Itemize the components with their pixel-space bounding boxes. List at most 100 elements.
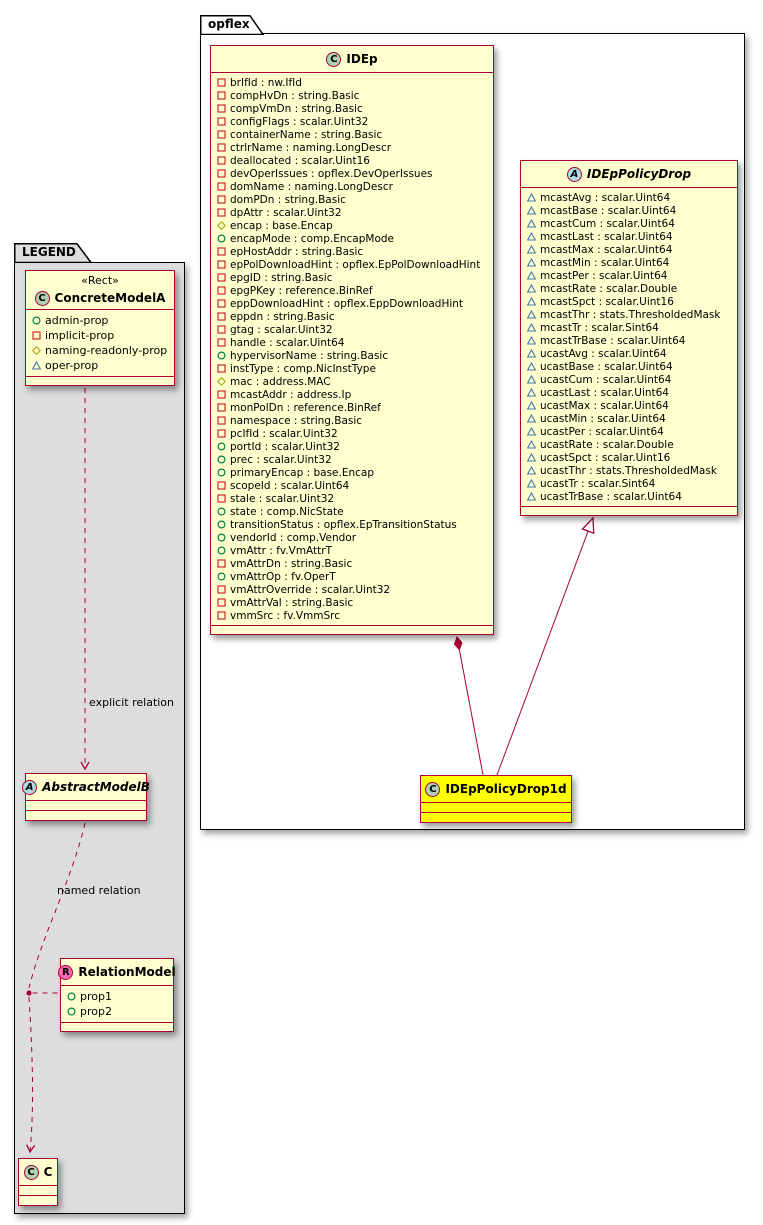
class-ideppolicydrop-methods-compartment bbox=[521, 506, 737, 515]
circle-icon bbox=[67, 1007, 76, 1016]
relation-class-spot-icon: R bbox=[58, 964, 74, 980]
member-text: ucastSpct : scalar.Uint16 bbox=[540, 451, 671, 464]
member-text: ucastBase : scalar.Uint64 bbox=[540, 360, 673, 373]
class-member-row: compVmDn : string.Basic bbox=[217, 102, 487, 115]
member-text: pcIfId : scalar.Uint32 bbox=[230, 427, 338, 440]
class-member-row: prop1 bbox=[67, 989, 167, 1004]
abstract-class-spot-icon: A bbox=[566, 166, 582, 182]
member-text: prec : scalar.Uint32 bbox=[230, 453, 332, 466]
square-icon bbox=[217, 416, 226, 425]
square-icon bbox=[217, 78, 226, 87]
circle-icon bbox=[217, 442, 226, 451]
member-text: epPolDownloadHint : opflex.EpPolDownload… bbox=[230, 258, 481, 271]
class-member-row: instType : comp.NicInstType bbox=[217, 362, 487, 375]
class-member-row: hypervisorName : string.Basic bbox=[217, 349, 487, 362]
class-member-row: mcastAvg : scalar.Uint64 bbox=[527, 191, 731, 204]
class-member-row: epgPKey : reference.BinRef bbox=[217, 284, 487, 297]
square-icon bbox=[217, 559, 226, 568]
member-text: vmmSrc : fv.VmmSrc bbox=[230, 609, 341, 622]
square-icon bbox=[217, 273, 226, 282]
class-member-row: brIfId : nw.IfId bbox=[217, 76, 487, 89]
circle-icon bbox=[217, 520, 226, 529]
class-c-name: C bbox=[43, 1165, 53, 1179]
class-member-row: vendorId : comp.Vendor bbox=[217, 531, 487, 544]
member-text: mcastLast : scalar.Uint64 bbox=[540, 230, 673, 243]
class-member-row: domPDn : string.Basic bbox=[217, 193, 487, 206]
member-text: vmAttrOp : fv.OperT bbox=[230, 570, 336, 583]
class-member-row: mcastLast : scalar.Uint64 bbox=[527, 230, 731, 243]
legend-package-title: LEGEND bbox=[22, 245, 76, 259]
class-spot-icon: C bbox=[23, 1164, 39, 1180]
square-icon bbox=[217, 195, 226, 204]
member-text: scopeId : scalar.Uint64 bbox=[230, 479, 350, 492]
class-relationmodel-methods-compartment bbox=[61, 1022, 173, 1031]
member-text: mcastMin : scalar.Uint64 bbox=[540, 256, 670, 269]
member-text: ucastCum : scalar.Uint64 bbox=[540, 373, 672, 386]
class-member-row: ucastRate : scalar.Double bbox=[527, 438, 731, 451]
class-member-row: transitionStatus : opflex.EpTransitionSt… bbox=[217, 518, 487, 531]
member-text: epgPKey : reference.BinRef bbox=[230, 284, 373, 297]
member-text: primaryEncap : base.Encap bbox=[230, 466, 374, 479]
class-member-row: vmmSrc : fv.VmmSrc bbox=[217, 609, 487, 622]
triangle-icon bbox=[527, 219, 536, 228]
class-member-row: namespace : string.Basic bbox=[217, 414, 487, 427]
class-member-row: state : comp.NicState bbox=[217, 505, 487, 518]
member-text: mcastAddr : address.Ip bbox=[230, 388, 352, 401]
class-member-row: vmAttrVal : string.Basic bbox=[217, 596, 487, 609]
member-text: compVmDn : string.Basic bbox=[230, 102, 363, 115]
circle-icon bbox=[217, 533, 226, 542]
square-icon bbox=[217, 156, 226, 165]
class-member-row: ucastTrBase : scalar.Uint64 bbox=[527, 490, 731, 503]
square-icon bbox=[217, 143, 226, 152]
member-text: transitionStatus : opflex.EpTransitionSt… bbox=[230, 518, 457, 531]
class-ideppolicydrop-header: A IDEpPolicyDrop bbox=[521, 161, 737, 187]
opflex-package-tab-shape bbox=[200, 15, 265, 36]
class-member-row: ucastAvg : scalar.Uint64 bbox=[527, 347, 731, 360]
member-text: mcastPer : scalar.Uint64 bbox=[540, 269, 668, 282]
triangle-icon bbox=[527, 310, 536, 319]
member-text: domName : naming.LongDescr bbox=[230, 180, 393, 193]
triangle-icon bbox=[527, 232, 536, 241]
circle-icon bbox=[32, 316, 41, 325]
class-member-row: vmAttrOp : fv.OperT bbox=[217, 570, 487, 583]
member-text: mcastTrBase : scalar.Uint64 bbox=[540, 334, 686, 347]
member-text: namespace : string.Basic bbox=[230, 414, 363, 427]
square-icon bbox=[217, 364, 226, 373]
class-concretemodela-methods-compartment bbox=[26, 376, 174, 385]
triangle-icon bbox=[527, 284, 536, 293]
member-text: mcastThr : stats.ThresholdedMask bbox=[540, 308, 721, 321]
edge-label-named-relation: named relation bbox=[57, 884, 141, 897]
class-abstractmodelb-header: A AbstractModelB bbox=[22, 774, 150, 800]
square-icon bbox=[217, 182, 226, 191]
square-icon bbox=[217, 585, 226, 594]
member-text: ucastThr : stats.ThresholdedMask bbox=[540, 464, 717, 477]
class-member-row: mcastMax : scalar.Uint64 bbox=[527, 243, 731, 256]
class-member-row: epPolDownloadHint : opflex.EpPolDownload… bbox=[217, 258, 487, 271]
member-text: vmAttrVal : string.Basic bbox=[230, 596, 354, 609]
class-ideppolicydrop1d: C IDEpPolicyDrop1d bbox=[420, 775, 572, 823]
triangle-icon bbox=[527, 414, 536, 423]
triangle-icon bbox=[32, 361, 41, 370]
class-ideppolicydrop1d-name: IDEpPolicyDrop1d bbox=[445, 782, 567, 796]
diamond-icon bbox=[217, 221, 226, 230]
class-member-row: oper-prop bbox=[32, 358, 168, 373]
triangle-icon bbox=[527, 362, 536, 371]
member-text: vendorId : comp.Vendor bbox=[230, 531, 357, 544]
member-text: hypervisorName : string.Basic bbox=[230, 349, 389, 362]
square-icon bbox=[217, 169, 226, 178]
class-c-header: C C bbox=[19, 1159, 57, 1185]
class-member-row: ctrlrName : naming.LongDescr bbox=[217, 141, 487, 154]
square-icon bbox=[217, 247, 226, 256]
triangle-icon bbox=[527, 440, 536, 449]
class-idep-methods-compartment bbox=[211, 625, 493, 634]
member-text: ucastMin : scalar.Uint64 bbox=[540, 412, 666, 425]
class-member-row: eppDownloadHint : opflex.EppDownloadHint bbox=[217, 297, 487, 310]
class-c-fields-compartment bbox=[19, 1185, 57, 1195]
class-ideppolicydrop: A IDEpPolicyDrop mcastAvg : scalar.Uint6… bbox=[520, 160, 738, 516]
circle-icon bbox=[217, 455, 226, 464]
class-member-row: implicit-prop bbox=[32, 328, 168, 343]
class-ideppolicydrop-name: IDEpPolicyDrop bbox=[586, 167, 692, 181]
square-icon bbox=[217, 338, 226, 347]
